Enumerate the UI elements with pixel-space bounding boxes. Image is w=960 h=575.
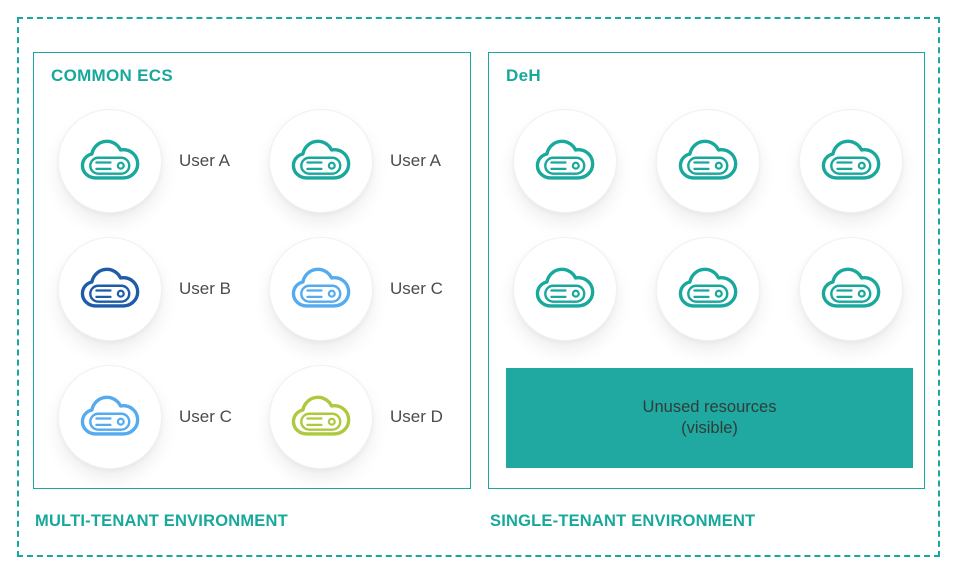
instance-cell-user-c-1: User C	[269, 237, 480, 341]
deh-panel: DeH	[488, 52, 925, 489]
instance-circle	[656, 109, 760, 213]
cloud-server-icon	[821, 136, 881, 186]
deh-instance-cell	[513, 109, 617, 213]
cloud-server-icon	[291, 264, 351, 314]
diagram-columns: COMMON ECS User A User A	[33, 52, 925, 531]
cloud-server-icon	[678, 264, 738, 314]
unused-resources-box: Unused resources (visible)	[506, 368, 913, 468]
cloud-server-icon	[80, 136, 140, 186]
cloud-server-icon	[535, 136, 595, 186]
diagram-dashed-border	[17, 17, 940, 557]
instance-circle	[656, 237, 760, 341]
unused-resources-line1: Unused resources	[642, 398, 777, 417]
instance-circle	[513, 237, 617, 341]
instance-label: User C	[390, 279, 443, 298]
instance-label: User C	[179, 407, 232, 426]
instance-cell-user-a-2: User A	[269, 109, 480, 213]
common-ecs-panel: COMMON ECS User A User A	[33, 52, 471, 489]
instance-label: User A	[179, 151, 231, 170]
deh-instance-cell	[656, 237, 760, 341]
deh-instance-grid	[513, 109, 903, 341]
instance-circle	[269, 109, 373, 213]
common-ecs-panel-title: COMMON ECS	[51, 66, 173, 85]
instance-circle	[269, 365, 373, 469]
instance-cell-user-a-1: User A	[58, 109, 269, 213]
cloud-server-icon	[678, 136, 738, 186]
multi-tenant-environment-label: MULTI-TENANT ENVIRONMENT	[35, 512, 288, 530]
cloud-server-icon	[291, 136, 351, 186]
cloud-server-icon	[80, 392, 140, 442]
instance-circle	[799, 237, 903, 341]
deh-instance-cell	[799, 109, 903, 213]
deh-panel-title: DeH	[506, 66, 541, 85]
cloud-server-icon	[80, 264, 140, 314]
deh-instance-cell	[656, 109, 760, 213]
cloud-server-icon	[535, 264, 595, 314]
instance-label: User A	[390, 151, 442, 170]
instance-circle	[269, 237, 373, 341]
multi-tenant-column: COMMON ECS User A User A	[33, 52, 471, 531]
instance-circle	[513, 109, 617, 213]
instance-label: User D	[390, 407, 443, 426]
instance-label: User B	[179, 279, 231, 298]
cloud-server-icon	[821, 264, 881, 314]
instance-cell-user-c-2: User C	[58, 365, 269, 469]
cloud-server-icon	[291, 392, 351, 442]
deh-instance-cell	[799, 237, 903, 341]
instance-circle	[58, 365, 162, 469]
common-ecs-instance-grid: User A User A User B	[58, 109, 480, 469]
instance-cell-user-b: User B	[58, 237, 269, 341]
instance-circle	[58, 109, 162, 213]
deh-instance-cell	[513, 237, 617, 341]
instance-cell-user-d: User D	[269, 365, 480, 469]
single-tenant-environment-label: SINGLE-TENANT ENVIRONMENT	[490, 512, 756, 530]
instance-circle	[799, 109, 903, 213]
single-tenant-column: DeH	[488, 52, 925, 531]
unused-resources-line2: (visible)	[681, 419, 738, 437]
instance-circle	[58, 237, 162, 341]
